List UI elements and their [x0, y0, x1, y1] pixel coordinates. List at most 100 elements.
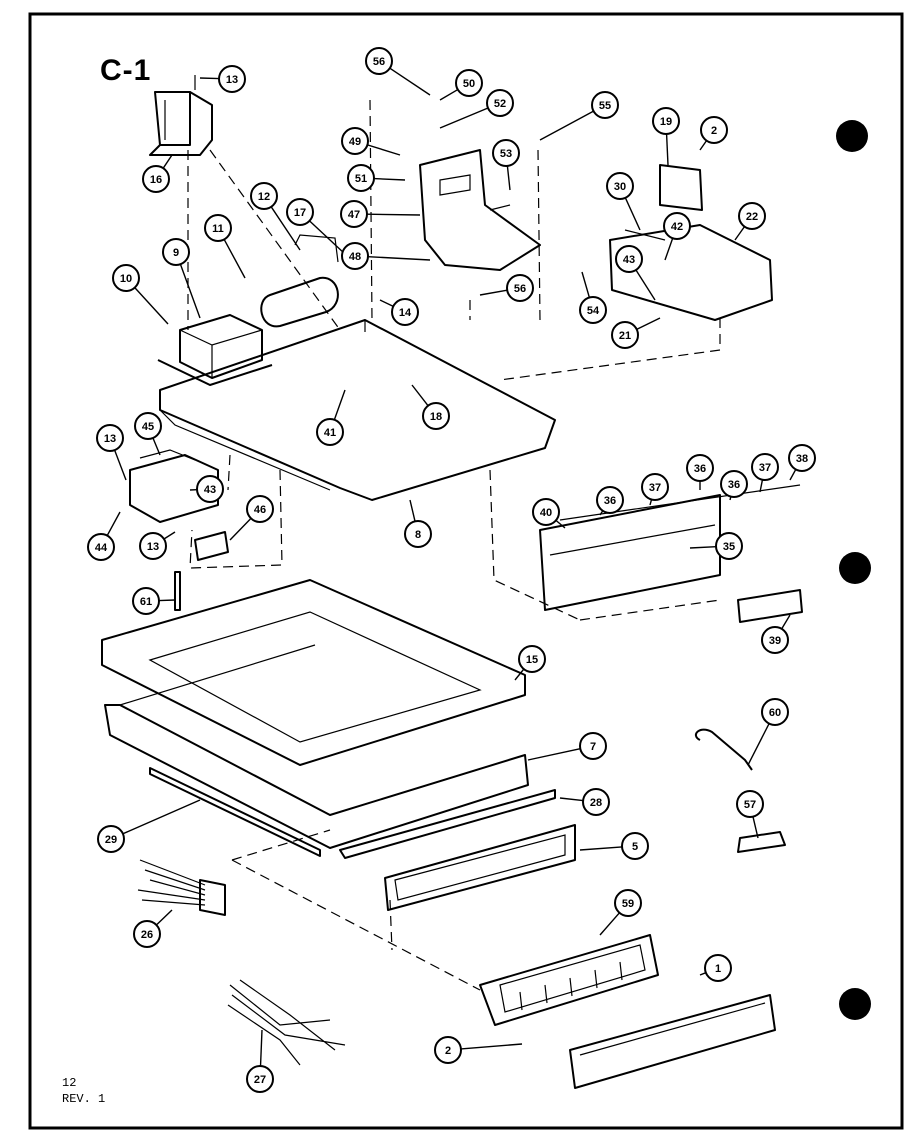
callout-55: 55: [539, 91, 619, 141]
callout-label: 11: [212, 223, 224, 235]
callout-circle: [365, 47, 393, 75]
callout-label: 37: [649, 482, 661, 494]
callout-leader: [527, 748, 581, 761]
callout-27: 27: [246, 1029, 274, 1093]
callout-label: 39: [769, 635, 781, 647]
callout-circle: [87, 533, 115, 561]
callout-49: 49: [341, 127, 401, 156]
callout-51: 51: [347, 164, 406, 192]
callout-circle: [347, 164, 375, 192]
callout-circle: [652, 107, 680, 135]
callout-circle: [614, 889, 642, 917]
callout-37: 37: [641, 473, 669, 506]
grille-5: [384, 824, 576, 911]
callout-leader: [229, 517, 252, 541]
callout-26: 26: [133, 909, 173, 948]
callout-leader: [734, 226, 746, 241]
callout-50: 50: [439, 69, 483, 101]
callout-13: 13: [96, 424, 127, 481]
callout-label: 50: [463, 78, 475, 90]
callout-39: 39: [761, 614, 791, 654]
callout-circle: [761, 626, 789, 654]
callout-circle: [788, 444, 816, 472]
callout-label: 2: [445, 1045, 451, 1057]
callout-label: 56: [514, 283, 526, 295]
callout-36: 36: [686, 454, 714, 490]
callout-48: 48: [341, 242, 431, 270]
callout-circle: [434, 1036, 462, 1064]
callout-label: 26: [141, 929, 153, 941]
transformer-9: [157, 314, 273, 386]
callout-circle: [246, 1065, 274, 1093]
callout-circle: [204, 214, 232, 242]
callout-13: 13: [139, 531, 176, 560]
callout-53: 53: [492, 139, 520, 191]
callout-label: 35: [723, 541, 735, 553]
callout-label: 29: [105, 834, 117, 846]
bracket-46: [194, 531, 229, 561]
callout-label: 7: [590, 741, 596, 753]
callout-circle: [704, 954, 732, 982]
callout-43: 43: [189, 475, 224, 503]
callout-circle: [579, 296, 607, 324]
callout-label: 48: [349, 251, 361, 263]
callout-7: 7: [527, 732, 607, 761]
callout-circle: [341, 127, 369, 155]
callout-8: 8: [404, 499, 432, 548]
callout-circle: [97, 825, 125, 853]
callout-leader: [789, 469, 797, 481]
callout-leader: [579, 846, 623, 851]
callout-circle: [606, 172, 634, 200]
callout-13: 13: [199, 65, 246, 93]
callout-label: 22: [746, 211, 758, 223]
callout-circle: [518, 645, 546, 673]
callout-leader: [624, 197, 641, 231]
callout-leader: [259, 1029, 263, 1067]
callout-circle: [715, 532, 743, 560]
callout-2: 2: [434, 1036, 523, 1064]
callout-circle: [506, 274, 534, 302]
callout-leader: [223, 239, 246, 279]
callout-circle: [112, 264, 140, 292]
callout-circle: [591, 91, 619, 119]
sheet-border: [28, 12, 904, 1130]
callout-2: 2: [699, 116, 728, 151]
callout-circle: [142, 165, 170, 193]
callout-circle: [738, 202, 766, 230]
callout-circle: [579, 732, 607, 760]
callout-leader: [514, 668, 525, 681]
callout-14: 14: [379, 298, 419, 326]
callout-leader: [199, 77, 220, 80]
callout-circle: [340, 200, 368, 228]
callout-circle: [663, 212, 691, 240]
callout-label: 14: [399, 307, 412, 319]
wire-harness-27: [227, 979, 346, 1066]
callout-leader: [555, 519, 566, 529]
callout-leader: [664, 238, 674, 261]
callout-leader: [366, 213, 421, 216]
callout-label: 27: [254, 1074, 266, 1086]
callout-label: 47: [348, 209, 360, 221]
callout-leader: [699, 140, 708, 151]
callout-label: 60: [769, 707, 781, 719]
callout-label: 37: [759, 462, 771, 474]
callout-label: 55: [599, 100, 611, 112]
frame-15: [101, 579, 526, 766]
callout-leader: [389, 67, 431, 96]
callout-label: 36: [694, 463, 706, 475]
callout-circle: [132, 587, 160, 615]
callout-10: 10: [112, 264, 169, 325]
callout-circle: [736, 790, 764, 818]
assembly-dashed-lines: [187, 99, 721, 991]
callout-label: 8: [415, 529, 421, 541]
callout-label: 43: [623, 254, 635, 266]
louver-panel-59: [479, 934, 659, 1026]
callout-circle: [133, 920, 161, 948]
callout-leader: [747, 723, 770, 766]
callout-circle: [700, 116, 728, 144]
callout-label: 19: [660, 116, 672, 128]
callout-61: 61: [132, 587, 176, 615]
callout-circle: [641, 473, 669, 501]
control-board-35: [539, 484, 801, 611]
